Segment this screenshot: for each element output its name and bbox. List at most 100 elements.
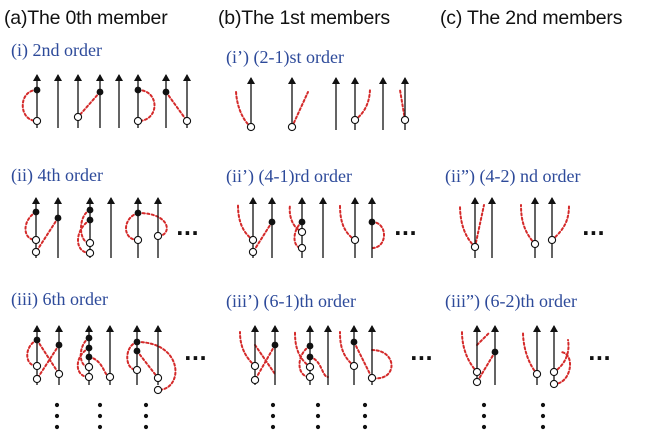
vertical-ellipsis-dot <box>143 402 149 408</box>
header-2nd-members: (c) The 2nd members <box>440 7 623 29</box>
interaction-loop <box>24 211 37 241</box>
interaction-loop <box>136 341 177 391</box>
open-vertex <box>31 235 41 245</box>
filled-vertex <box>133 338 141 346</box>
interaction-loop <box>459 204 476 248</box>
interaction-loop <box>125 212 139 241</box>
label-4th-order: (ii) 4th order <box>11 165 103 185</box>
label-4-2-order: (ii”) (4-2) nd order <box>445 166 581 186</box>
open-vertex <box>85 248 95 258</box>
open-vertex <box>250 361 260 371</box>
filled-vertex <box>85 353 93 361</box>
filled-vertex <box>54 214 62 222</box>
header-0th-member: (a)The 0th member <box>4 7 168 29</box>
vertical-ellipsis-dot <box>362 413 368 419</box>
ellipsis: ··· <box>410 346 433 370</box>
open-vertex <box>31 247 41 257</box>
vertical-ellipsis-dot <box>481 402 487 408</box>
open-vertex <box>85 238 95 248</box>
ellipsis: ··· <box>184 346 207 370</box>
interaction-loop <box>239 331 256 367</box>
vertical-ellipsis-dot <box>315 402 321 408</box>
vertical-ellipsis-dot <box>97 413 103 419</box>
open-vertex <box>350 235 360 245</box>
interaction-loop <box>291 91 309 128</box>
filled-vertex <box>86 216 94 224</box>
interaction-loop <box>522 331 538 375</box>
vertical-ellipsis-dot <box>54 424 60 430</box>
interaction-loop <box>288 204 303 233</box>
interaction-loop <box>476 351 496 383</box>
vertical-ellipsis-dot <box>143 424 149 430</box>
vertical-ellipsis-dot <box>270 402 276 408</box>
open-vertex <box>133 116 143 126</box>
loop-layer <box>21 87 572 391</box>
open-vertex <box>367 373 377 383</box>
open-vertex <box>547 235 557 245</box>
filled-vertex <box>85 334 93 342</box>
vertex-layer <box>31 86 559 430</box>
filled-vertex <box>306 342 314 350</box>
header-1st-members: (b)The 1st members <box>218 7 390 29</box>
interaction-loop <box>461 331 478 373</box>
filled-vertex <box>33 86 41 94</box>
interaction-loop <box>36 344 60 380</box>
interaction-loop <box>136 350 159 379</box>
open-vertex <box>472 377 482 387</box>
open-vertex <box>84 372 94 382</box>
interaction-loop <box>254 344 276 375</box>
vertical-ellipsis-dot <box>315 413 321 419</box>
interaction-loop <box>371 221 385 249</box>
vertical-ellipsis-dot <box>270 413 276 419</box>
filled-vertex <box>85 344 93 352</box>
vertical-ellipsis-dot <box>540 413 546 419</box>
label-6th-order: (iii) 6th order <box>11 289 108 309</box>
interaction-loop <box>77 91 101 118</box>
open-vertex <box>153 373 163 383</box>
label-2-1-order: (i’) (2-1)st order <box>226 47 344 67</box>
filled-vertex <box>55 341 63 349</box>
open-vertex <box>250 375 260 385</box>
open-vertex <box>84 362 94 372</box>
interaction-loop <box>237 204 254 241</box>
open-vertex <box>400 115 410 125</box>
open-vertex <box>470 242 480 252</box>
interaction-loop <box>294 331 311 368</box>
open-vertex <box>349 361 359 371</box>
interaction-loop <box>553 351 572 385</box>
open-vertex <box>32 361 42 371</box>
open-vertex <box>132 365 142 375</box>
interaction-loop <box>520 204 536 245</box>
vertical-ellipsis-dot <box>540 424 546 430</box>
ellipsis: ··· <box>394 221 417 245</box>
filled-vertex <box>96 88 104 96</box>
open-vertex <box>549 379 559 389</box>
filled-vertex <box>298 218 306 226</box>
open-vertex <box>153 231 163 241</box>
vertical-ellipsis-dot <box>362 424 368 430</box>
interaction-loop <box>339 204 356 241</box>
open-vertex <box>32 374 42 384</box>
vertical-ellipsis-dot <box>270 424 276 430</box>
interaction-loop <box>553 339 570 373</box>
filled-vertex <box>306 353 314 361</box>
open-vertex <box>305 372 315 382</box>
ellipsis: ··· <box>588 346 611 370</box>
filled-vertex <box>350 338 358 346</box>
open-vertex <box>472 367 482 377</box>
interaction-loop <box>399 89 406 121</box>
filled-vertex <box>368 218 376 226</box>
interaction-loop <box>476 331 491 346</box>
vertical-ellipsis-dot <box>481 424 487 430</box>
label-4-1-order: (ii’) (4-1)rd order <box>226 166 352 186</box>
filled-vertex <box>268 218 276 226</box>
open-vertex <box>305 362 315 372</box>
ellipsis: ··· <box>176 221 199 245</box>
interaction-loop <box>254 344 276 381</box>
interaction-loop <box>137 212 168 237</box>
open-vertex <box>350 115 360 125</box>
open-vertex <box>246 122 256 132</box>
open-vertex <box>105 372 115 382</box>
interaction-loop <box>137 89 156 122</box>
